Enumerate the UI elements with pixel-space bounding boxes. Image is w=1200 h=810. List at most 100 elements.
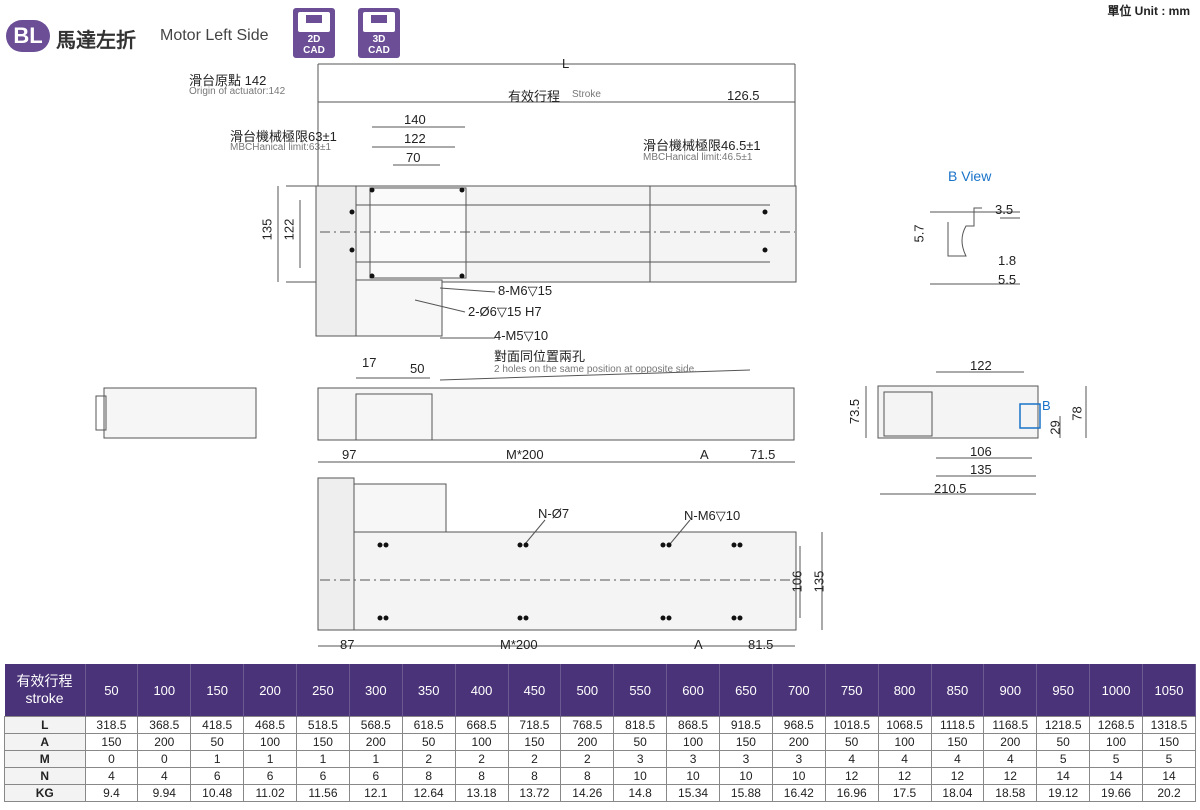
unit-label: 單位 Unit : mm <box>1107 4 1190 18</box>
table-cell: 0 <box>137 750 192 768</box>
table-cell: 100 <box>666 733 720 751</box>
dim-87: 87 <box>340 637 355 652</box>
row-label: N <box>4 767 86 785</box>
stroke-header-value: 1050 <box>1142 664 1196 717</box>
table-cell: 818.5 <box>613 716 668 734</box>
dim-122-top: 122 <box>404 131 426 146</box>
right-end-view <box>865 371 1087 495</box>
stroke-header-value: 950 <box>1036 664 1091 717</box>
title-chinese: 馬達左折 <box>56 30 136 52</box>
table-cell: 18.58 <box>983 784 1038 802</box>
dim-126-5: 126.5 <box>727 88 760 103</box>
table-cell: 718.5 <box>507 716 562 734</box>
stroke-header-value: 400 <box>455 664 509 717</box>
table-cell: 318.5 <box>84 716 139 734</box>
table-cell: 8 <box>507 767 562 785</box>
table-cell: 150 <box>84 733 139 751</box>
b-view-title: B View <box>948 168 992 184</box>
table-cell: 9.4 <box>84 784 139 802</box>
dim-122-end: 122 <box>970 358 992 373</box>
cad-2d-button[interactable]: 2D CAD <box>293 8 335 58</box>
table-cell: 50 <box>824 733 879 751</box>
table-cell: 100 <box>243 733 297 751</box>
table-cell: 13.72 <box>507 784 562 802</box>
table-cell: 14 <box>1036 767 1091 785</box>
table-cell: 17.5 <box>877 784 932 802</box>
table-cell: 12 <box>930 767 985 785</box>
stroke-header-value: 850 <box>931 664 985 717</box>
table-cell: 150 <box>719 733 773 751</box>
stroke-header-value: 350 <box>402 664 456 717</box>
stroke-header-value: 300 <box>349 664 403 717</box>
dim-135-end: 135 <box>970 462 992 477</box>
cad-2d-bottom: CAD <box>303 45 325 56</box>
table-cell: 50 <box>401 733 456 751</box>
table-cell: 50 <box>1036 733 1091 751</box>
table-cell: 1218.5 <box>1036 716 1091 734</box>
table-cell: 10.48 <box>190 784 245 802</box>
table-cell: 4 <box>824 750 879 768</box>
dim-122-side: 122 <box>281 218 297 241</box>
dim-17: 17 <box>362 355 377 370</box>
table-cell: 618.5 <box>401 716 456 734</box>
stroke-header-value: 150 <box>190 664 245 717</box>
table-cell: 6 <box>243 767 297 785</box>
table-cell: 1 <box>348 750 403 768</box>
dim-140: 140 <box>404 112 426 127</box>
table-cell: 200 <box>983 733 1038 751</box>
table-cell: 18.04 <box>930 784 985 802</box>
dim-106-end: 106 <box>970 444 992 459</box>
hole-2-d6: 2-Ø6▽15 H7 <box>468 304 542 320</box>
table-cell: 14 <box>1142 767 1196 785</box>
stroke-header-value: 550 <box>613 664 668 717</box>
top-view <box>277 63 797 339</box>
table-cell: 11.02 <box>243 784 297 802</box>
table-cell: 9.94 <box>137 784 192 802</box>
dim-29: 29 <box>1047 420 1063 435</box>
table-cell: 50 <box>190 733 245 751</box>
hole-2-d6-depth: ▽15 H7 <box>496 304 542 319</box>
table-cell: 200 <box>560 733 615 751</box>
stroke-header-value: 650 <box>719 664 773 717</box>
dim-210-5: 210.5 <box>934 481 967 496</box>
dim-70: 70 <box>406 150 421 165</box>
origin-label-cn: 滑台原點 142 <box>189 73 267 88</box>
hole-4-m5-depth: ▽10 <box>523 328 549 343</box>
table-cell: 16.96 <box>824 784 879 802</box>
table-cell: 1 <box>243 750 297 768</box>
model-badge: BL <box>6 20 50 52</box>
row-label: KG <box>4 784 86 802</box>
n-thread-label: N-M6▽10 <box>684 508 740 524</box>
table-cell: 150 <box>930 733 985 751</box>
table-cell: 100 <box>454 733 509 751</box>
stroke-header-value: 600 <box>666 664 720 717</box>
bottom-view <box>317 461 823 647</box>
hole-8-m6-text: 8-M6 <box>498 283 528 298</box>
stroke-header-value: 500 <box>560 664 615 717</box>
stroke-header-en: stroke <box>25 690 64 706</box>
table-cell: 868.5 <box>666 716 720 734</box>
cad-3d-button[interactable]: 3D CAD <box>358 8 400 58</box>
table-cell: 6 <box>348 767 403 785</box>
row-label: A <box>4 733 86 751</box>
row-label: L <box>4 716 86 734</box>
table-cell: 4 <box>983 750 1038 768</box>
table-cell: 200 <box>137 733 192 751</box>
table-cell: 468.5 <box>243 716 297 734</box>
table-cell: 4 <box>930 750 985 768</box>
stroke-label-cn: 有效行程 <box>508 89 561 104</box>
table-cell: 15.34 <box>666 784 720 802</box>
table-cell: 518.5 <box>296 716 350 734</box>
table-cell: 3 <box>666 750 720 768</box>
stroke-header-value: 250 <box>296 664 350 717</box>
table-cell: 3 <box>771 750 826 768</box>
table-cell: 568.5 <box>348 716 403 734</box>
hole-2-d6-text: 2-Ø6 <box>468 304 497 319</box>
table-cell: 150 <box>507 733 562 751</box>
table-cell: 50 <box>613 733 668 751</box>
hole-4-m5-cn: 對面同位置兩孔 <box>494 349 586 364</box>
table-cell: 4 <box>877 750 932 768</box>
table-cell: 4 <box>137 767 192 785</box>
limit-right-en: MBCHanical limit:46.5±1 <box>643 152 753 163</box>
